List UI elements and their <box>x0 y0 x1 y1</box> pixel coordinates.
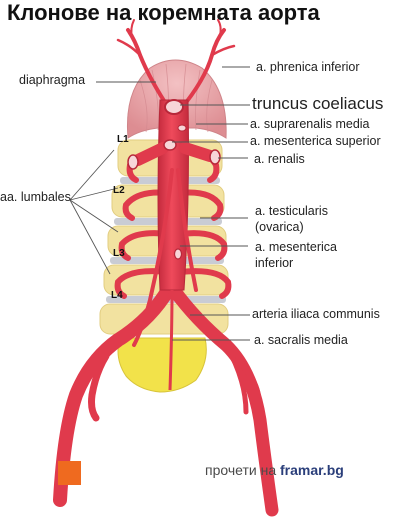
sacrum <box>117 337 207 393</box>
label-mesenterica-inferior: a. mesenterica <box>255 240 337 254</box>
superior-mesenteric-cut <box>163 139 177 151</box>
page-title: Клонове на коремната аорта <box>7 0 320 25</box>
phrenic-arteries <box>116 19 236 112</box>
label-mesenterica-superior: a. mesenterica superior <box>250 134 381 148</box>
inferior-mesenteric-cut <box>173 248 183 260</box>
label-sacralis-media: a. sacralis media <box>254 333 348 347</box>
celiac-trunk-cut <box>164 99 184 115</box>
label-truncus-coeliacus: truncus coeliacus <box>252 94 384 113</box>
renal-arteries <box>132 142 216 166</box>
brand-square <box>58 461 81 485</box>
label-testicularis-ovarica: (ovarica) <box>255 220 304 234</box>
label-renalis: a. renalis <box>254 152 305 166</box>
footer-prefix: прочети на <box>205 462 277 478</box>
vertebra-label-l1: L1 <box>117 134 129 145</box>
footer-credit[interactable]: прочети на framar.bg <box>205 462 344 478</box>
label-lumbales: aa. lumbales <box>0 190 71 204</box>
testicular-arteries <box>132 168 198 347</box>
label-mesenterica-inferior-2: inferior <box>255 256 294 270</box>
label-testicularis: a. testicularis <box>255 204 328 218</box>
vertebra-label-l2: L2 <box>113 185 125 196</box>
vertebra-label-l4: L4 <box>111 290 123 301</box>
renal-artery-cut <box>127 154 139 170</box>
renal-artery-cut <box>209 149 221 165</box>
leader-lines <box>69 66 250 341</box>
label-suprarenalis-media: a. suprarenalis media <box>250 117 370 131</box>
footer-brand[interactable]: framar.bg <box>280 462 344 478</box>
vertebra-label-l3: L3 <box>113 248 125 259</box>
suprarenal-cut <box>177 124 187 132</box>
label-diaphragma: diaphragma <box>19 73 86 87</box>
label-iliaca-communis: arteria iliaca communis <box>252 307 380 321</box>
sacral-media-artery <box>168 289 174 391</box>
label-phrenica-inferior: a. phrenica inferior <box>256 60 360 74</box>
